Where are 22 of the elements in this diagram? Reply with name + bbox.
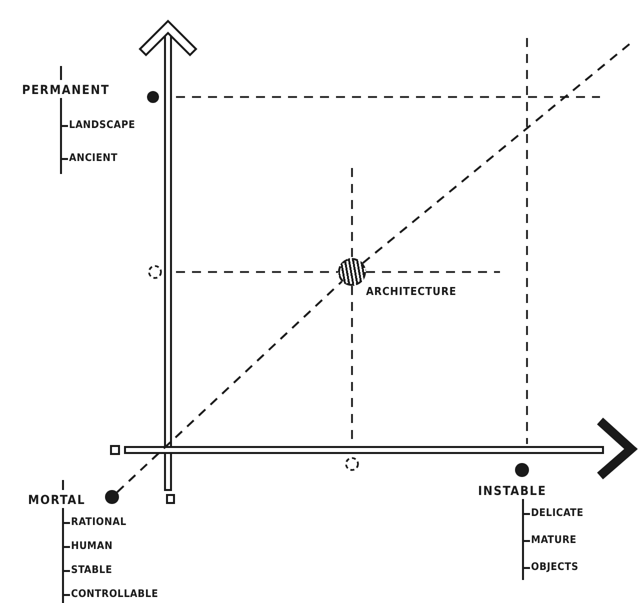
point-marker — [105, 490, 119, 504]
axis-label: INSTABLE — [478, 483, 547, 499]
list-item: RATIONAL — [64, 510, 158, 534]
hatched-point-marker — [338, 258, 366, 286]
list-item: OBJECTS — [524, 553, 584, 580]
category-group — [22, 66, 136, 174]
list-item: LANDSCAPE — [62, 108, 136, 141]
point-marker — [515, 463, 529, 477]
list-item: ANCIENT — [62, 141, 136, 174]
list-item: HUMAN — [64, 534, 158, 558]
list-item: CONTROLLABLE — [64, 582, 158, 603]
point-label: ARCHITECTURE — [366, 285, 456, 298]
list-item: MATURE — [524, 526, 584, 553]
point-marker — [147, 91, 159, 103]
dashed-line — [116, 280, 342, 493]
axis-label: PERMANENT — [22, 82, 110, 98]
list-item: STABLE — [64, 558, 158, 582]
category-group — [478, 483, 584, 580]
dashed-line — [362, 41, 633, 264]
category-group — [28, 480, 158, 603]
axis-label: MORTAL — [28, 492, 86, 508]
list-item: DELICATE — [524, 499, 584, 526]
